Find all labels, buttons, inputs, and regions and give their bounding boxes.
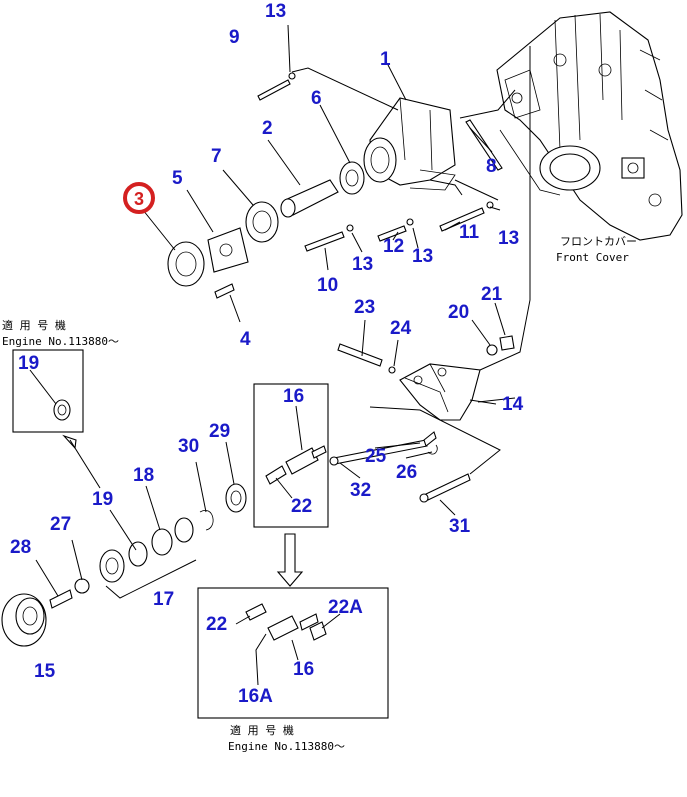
callout-18: 18 [133, 465, 154, 486]
callout-13-mid: 13 [412, 246, 433, 267]
callout-16-lower: 16 [293, 659, 314, 680]
sensor-box [253, 383, 329, 528]
callout-8: 8 [486, 156, 497, 177]
leader-lines-upper [142, 24, 516, 367]
callout-20: 20 [448, 302, 469, 323]
callout-21: 21 [481, 284, 503, 305]
callout-22-upper: 22 [291, 496, 312, 517]
pump-housing [363, 97, 456, 191]
callout-29: 29 [209, 421, 230, 442]
callout-13-top: 13 [265, 1, 286, 22]
bolts-upper [257, 72, 515, 374]
callout-1: 1 [380, 49, 391, 70]
callout-10: 10 [317, 275, 338, 296]
callout-4: 4 [240, 329, 251, 350]
callout-14: 14 [502, 394, 524, 415]
callout-31: 31 [449, 516, 471, 537]
applicable-label-bottom-jp: 適 用 号 機 [230, 723, 294, 737]
callout-24: 24 [390, 318, 412, 339]
callout-16-upper: 16 [283, 386, 304, 407]
callout-3-highlighted: 3 [134, 189, 144, 209]
applicable-label-top-jp: 適 用 号 機 [2, 318, 66, 332]
engine-no-top: Engine No.113880～ [2, 335, 119, 348]
callout-27: 27 [50, 514, 71, 535]
callout-13-right: 13 [498, 228, 519, 249]
leader-lines-middle [339, 397, 516, 516]
callout-28: 28 [10, 537, 31, 558]
callout-12: 12 [383, 236, 404, 257]
callout-32: 32 [350, 480, 371, 501]
front-cover-label-jp: フロントカバー [560, 235, 637, 248]
front-cover-housing [496, 11, 683, 241]
callout-11: 11 [459, 222, 480, 243]
shaft-assembly [167, 161, 365, 299]
callout-22-lower: 22 [206, 614, 227, 635]
callout-30: 30 [178, 436, 199, 457]
pulley-assembly [1, 441, 247, 647]
callout-23: 23 [354, 297, 375, 318]
callout-9: 9 [229, 27, 240, 48]
callout-16a: 16A [238, 686, 273, 707]
callout-15: 15 [34, 661, 56, 682]
callout-26: 26 [396, 462, 417, 483]
engine-no-bottom: Engine No.113880～ [228, 740, 345, 753]
callout-6: 6 [311, 88, 322, 109]
callout-7: 7 [211, 146, 222, 167]
highlight-ring [123, 182, 155, 214]
callout-22a: 22A [328, 597, 363, 618]
front-cover-label-en: Front Cover [556, 251, 629, 264]
callout-5: 5 [172, 168, 183, 189]
callout-2: 2 [262, 118, 273, 139]
callout-17: 17 [153, 589, 174, 610]
down-arrow [276, 533, 304, 587]
callout-19-box: 19 [18, 353, 39, 374]
sensor-detail-box [197, 587, 389, 719]
seal-detail-box [12, 349, 101, 489]
callout-25: 25 [365, 446, 387, 467]
callout-13-left: 13 [352, 254, 373, 275]
callout-19-lower: 19 [92, 489, 113, 510]
bracket-assembly [329, 46, 531, 503]
